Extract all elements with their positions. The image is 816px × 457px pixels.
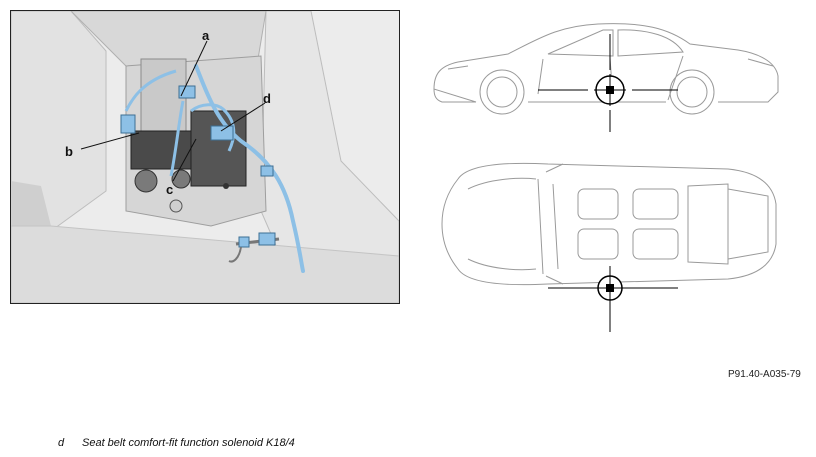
vehicle-outline-drawing xyxy=(433,23,779,332)
legend-item-d: d Seat belt comfort-fit function solenoid… xyxy=(58,437,295,449)
top-view-location-marker xyxy=(548,266,678,332)
callout-label-d: d xyxy=(263,91,271,106)
callout-label-c: c xyxy=(166,182,173,197)
legend-key: d xyxy=(58,437,65,449)
callout-line-d xyxy=(220,102,266,132)
figure-code: P91.40-A035-79 xyxy=(728,369,801,380)
b-pillar-detail-drawing: a b c d xyxy=(11,11,399,303)
callout-line-c xyxy=(172,138,197,182)
vehicle-location-overview xyxy=(428,14,788,334)
legend-text: Seat belt comfort-fit function solenoid … xyxy=(82,437,295,449)
top-view-car xyxy=(441,162,777,286)
callout-label-b: b xyxy=(65,144,73,159)
detail-illustration: a b c d xyxy=(10,10,400,304)
callout-line-a xyxy=(180,40,208,97)
callout-label-a: a xyxy=(202,28,210,43)
side-view-location-marker xyxy=(538,34,678,132)
callout-line-b xyxy=(80,132,140,150)
